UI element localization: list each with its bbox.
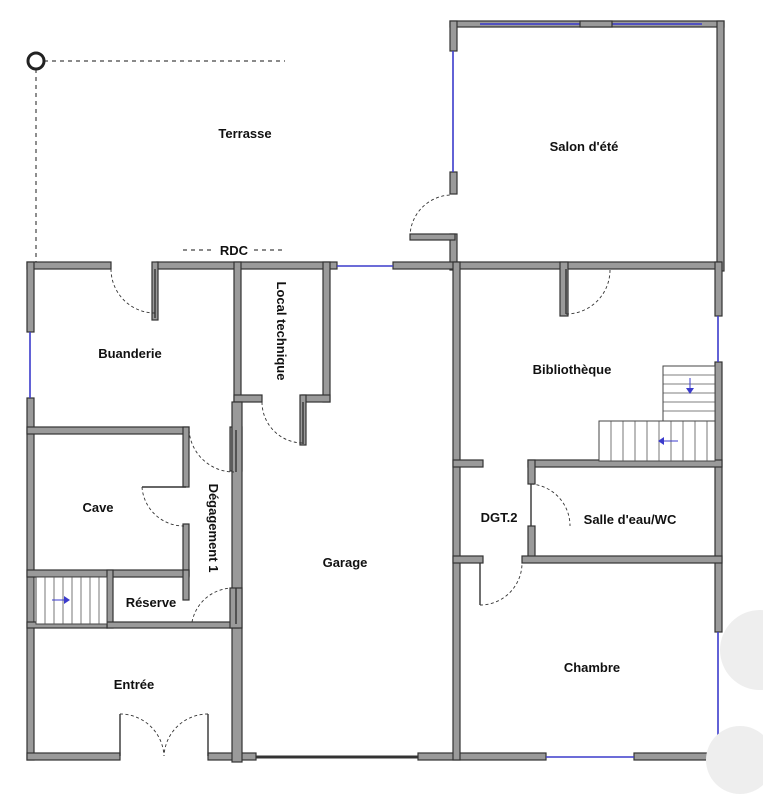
column-icon [26, 51, 46, 71]
room-label-terrasse: Terrasse [218, 126, 271, 141]
watermark [706, 610, 763, 794]
room-label-cave: Cave [82, 500, 113, 515]
room-label-bibliotheque: Bibliothèque [533, 362, 612, 377]
terrace-outline [26, 51, 285, 262]
level-label: RDC [220, 243, 249, 258]
room-label-degagement: Dégagement 1 [206, 484, 221, 573]
outer-walls [26, 261, 723, 761]
room-label-entree: Entrée [114, 677, 154, 692]
room-label-local: Local technique [274, 282, 289, 381]
room-label-salon: Salon d'été [550, 139, 619, 154]
doors [110, 268, 611, 757]
staircase-bibliotheque [598, 365, 716, 462]
room-label-reserve: Réserve [126, 595, 177, 610]
room-label-garage: Garage [323, 555, 368, 570]
staircase-entree [35, 576, 108, 625]
room-label-dgt2: DGT.2 [481, 510, 518, 525]
room-label-salle-eau: Salle d'eau/WC [584, 512, 677, 527]
room-label-buanderie: Buanderie [98, 346, 162, 361]
room-label-chambre: Chambre [564, 660, 620, 675]
